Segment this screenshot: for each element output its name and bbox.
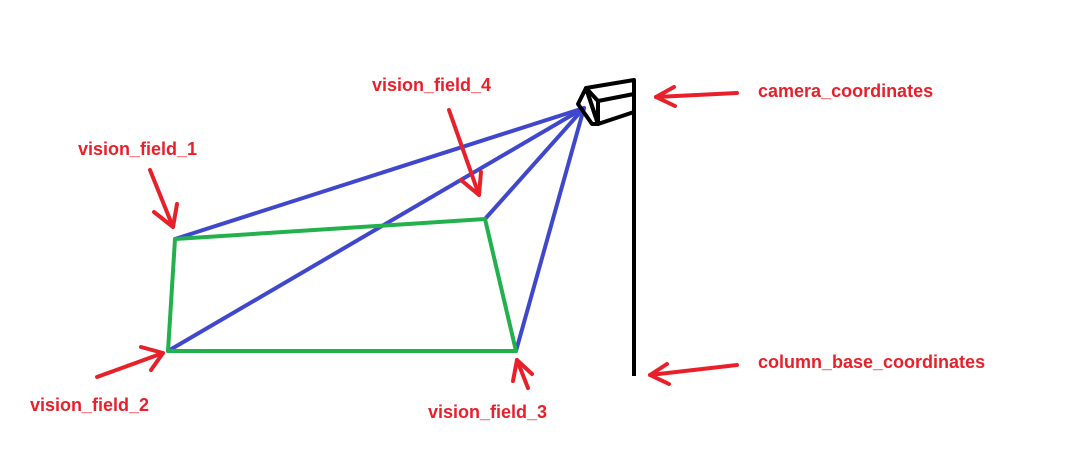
sight-line-1 xyxy=(173,106,586,241)
label-vision-field-1: vision_field_1 xyxy=(78,139,197,159)
arrow-vision-field-4 xyxy=(447,108,483,197)
camera-icon xyxy=(576,78,636,126)
sight-line-3 xyxy=(514,106,586,353)
arrow-camera-coordinates xyxy=(654,85,739,108)
label-vision-field-4: vision_field_4 xyxy=(372,75,491,95)
label-vision-field-3: vision_field_3 xyxy=(428,402,547,422)
vision-field-area xyxy=(166,217,518,353)
sight-line-4 xyxy=(483,106,586,221)
label-column-base-coordinates: column_base_coordinates xyxy=(758,352,985,372)
arrow-vision-field-1 xyxy=(148,168,179,229)
label-camera-coordinates: camera_coordinates xyxy=(758,81,933,101)
label-vision-field-2: vision_field_2 xyxy=(30,395,149,415)
arrow-vision-field-2 xyxy=(95,345,165,379)
sight-lines xyxy=(166,106,586,353)
arrow-column-base-coordinates xyxy=(648,362,739,386)
annotation-arrows xyxy=(95,85,739,390)
arrow-vision-field-3 xyxy=(511,358,534,390)
sight-line-2 xyxy=(166,106,586,353)
